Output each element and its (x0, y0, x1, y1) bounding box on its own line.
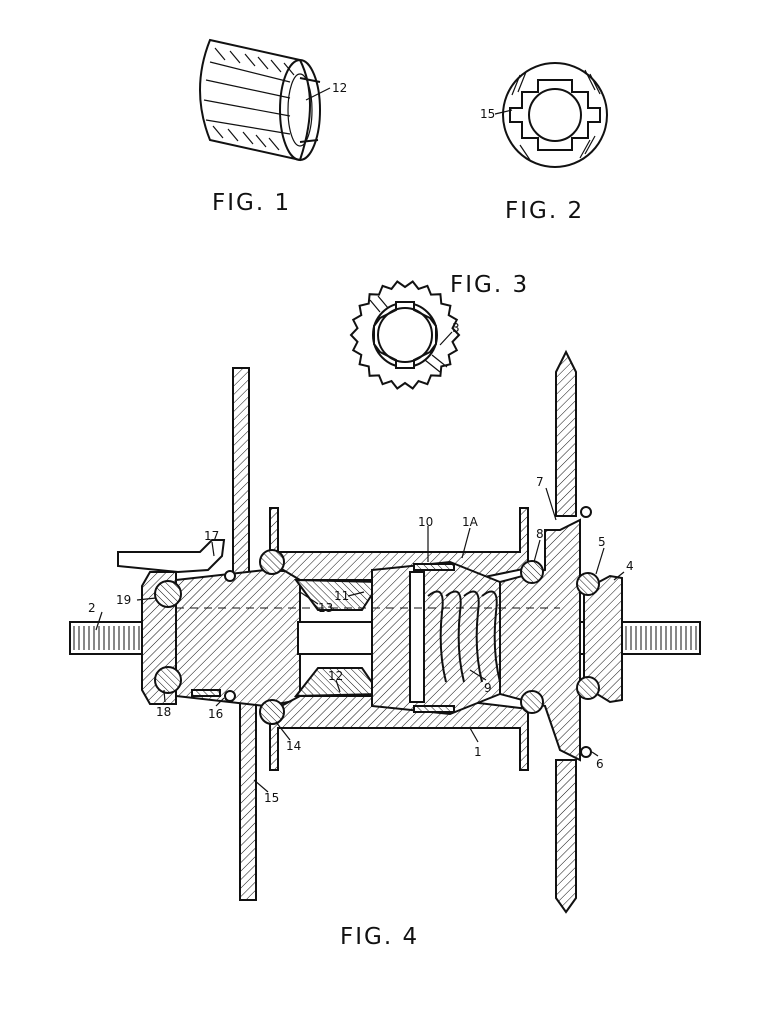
ref-8: 8 (536, 527, 544, 541)
ref-12-fig4: 12 (328, 669, 343, 683)
ref-11: 11 (334, 589, 349, 603)
ref-17: 17 (204, 529, 219, 543)
ref-19: 19 (116, 593, 131, 607)
axle-thread-left (73, 626, 140, 650)
ref-6: 6 (596, 757, 604, 771)
ref-5: 5 (598, 535, 606, 549)
axle-thread-right (625, 626, 697, 650)
fig2-washer-drawing (494, 62, 608, 168)
ref-13: 13 (318, 601, 333, 615)
spring-coil (445, 590, 465, 683)
spring-coil (481, 590, 501, 683)
fig4-title: FIG. 4 (340, 924, 419, 950)
ref-14: 14 (286, 739, 301, 753)
fig1-title: FIG. 1 (212, 190, 291, 216)
fig3-title: FIG. 3 (450, 272, 529, 298)
ref-9: 9 (484, 681, 492, 695)
ref-16: 16 (208, 707, 223, 721)
coil-spring-9 (427, 590, 501, 683)
spring-coil (427, 590, 447, 683)
ref-15-fig4: 15 (264, 791, 279, 805)
fig3-toothed-ring-drawing (349, 280, 461, 390)
spring-coil (463, 590, 483, 683)
ref-1A: 1A (462, 515, 479, 529)
fig1-sleeve-drawing (199, 38, 331, 162)
ref-12-fig1: 12 (332, 81, 347, 95)
ref-3: 3 (452, 321, 460, 335)
ref-18: 18 (156, 705, 171, 719)
fig4-hub-section-drawing (69, 349, 701, 914)
fig3-gear-outline (349, 280, 461, 390)
ref-10: 10 (418, 515, 433, 529)
ref-15-fig2: 15 (480, 107, 495, 121)
ref-4: 4 (626, 559, 634, 573)
ref-2: 2 (88, 601, 96, 615)
fig2-title: FIG. 2 (505, 198, 584, 224)
ref-1: 1 (474, 745, 482, 759)
ref-7: 7 (536, 475, 544, 489)
